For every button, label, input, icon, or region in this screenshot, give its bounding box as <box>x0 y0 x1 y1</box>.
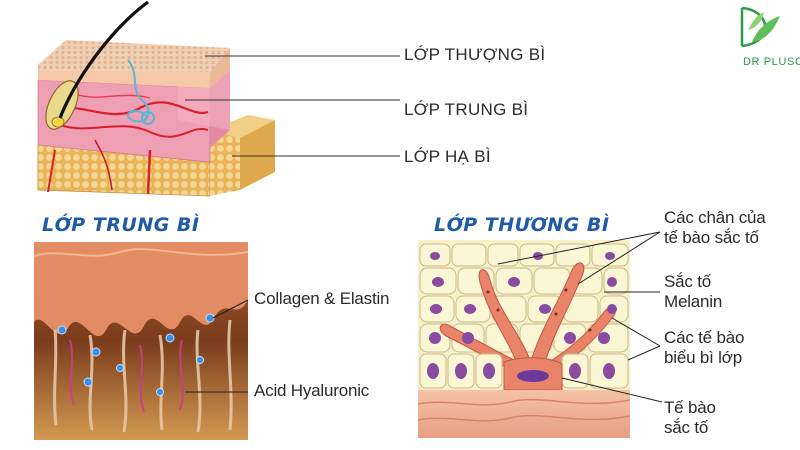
label-hypodermis-layer: LỚP HẠ BÌ <box>404 147 491 166</box>
label-melanocyte-dendrites: Các chân của tế bào sắc tố <box>664 208 766 248</box>
label-basal-cells: Các tế bào biểu bì lớp <box>664 328 745 368</box>
dermis-panel-title: LỚP TRUNG BÌ <box>42 214 200 236</box>
label-dermis-layer: LỚP TRUNG BÌ <box>404 100 529 119</box>
skin-block-illustration <box>37 0 400 197</box>
label-melanin-pigment: Sắc tố Melanin <box>664 272 723 312</box>
epidermis-illustration <box>417 231 663 438</box>
label-melanocyte: Tế bào sắc tố <box>664 398 716 438</box>
leaf-d-logo-icon <box>740 6 780 48</box>
brand-name: DR PLUSCELL <box>743 56 800 68</box>
label-acid-hyaluronic: Acid Hyaluronic <box>254 381 370 400</box>
dermis-illustration <box>33 242 249 440</box>
epidermis-panel-title: LỚP THƯƠNG BÌ <box>434 214 610 236</box>
label-collagen-elastin: Collagen & Elastin <box>254 289 390 308</box>
label-epidermis-layer: LỚP THƯỢNG BÌ <box>404 45 546 64</box>
